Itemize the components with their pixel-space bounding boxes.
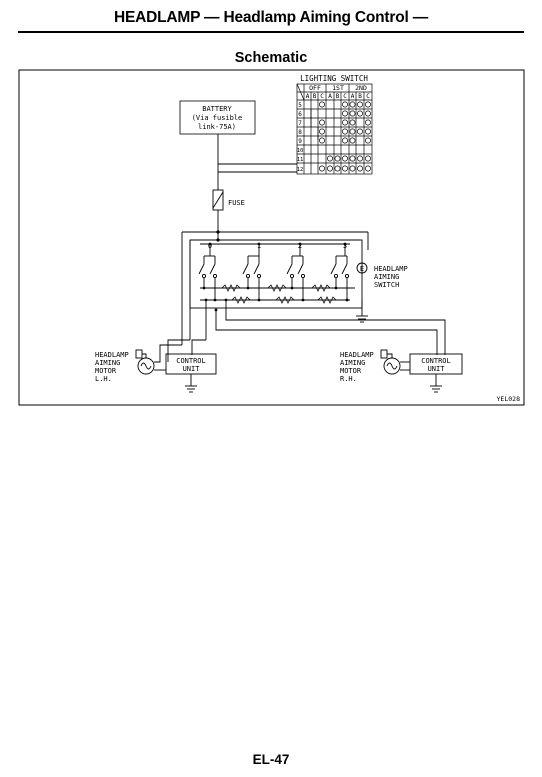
row-label-10: 10 — [297, 148, 304, 154]
control-unit-lh-label-2: UNIT — [183, 365, 201, 373]
motor-lh-label-2: AIMING — [95, 359, 120, 367]
lighting-switch-title: LIGHTING SWITCH — [300, 74, 368, 83]
fuse-label: FUSE — [228, 199, 245, 207]
section-title: Schematic — [234, 50, 308, 66]
control-unit-rh-ground — [430, 374, 442, 393]
battery-label-3: link-75A) — [198, 123, 236, 131]
row-label-9: 9 — [298, 138, 302, 145]
aiming-switch-connector-circle — [356, 262, 368, 274]
motor-rh-label-4: R.H. — [340, 375, 357, 383]
motor-rh-wires — [400, 361, 410, 371]
sub-col-1st-a: A — [328, 93, 332, 100]
switch-contact-circles — [319, 101, 371, 172]
sub-col-2nd-b: B — [358, 93, 362, 100]
fuse-element — [212, 191, 224, 209]
motor-lh-symbol — [135, 349, 155, 375]
page-number: EL-47 — [252, 752, 290, 767]
motor-rh-label-3: MOTOR — [340, 367, 362, 375]
sub-col-off-a: A — [306, 93, 310, 100]
control-unit-lh-label-1: CONTROL — [176, 357, 206, 365]
sub-col-off-c: C — [320, 93, 324, 100]
motor-lh-label-4: L.H. — [95, 375, 112, 383]
position-off-label: OFF — [309, 84, 321, 92]
row-label-6: 6 — [298, 111, 302, 118]
switch-junction-dots — [202, 230, 349, 312]
switch-contacts — [198, 244, 350, 300]
row-label-5: 5 — [298, 102, 302, 109]
row-label-8: 8 — [298, 129, 302, 136]
switch-resistors — [221, 284, 337, 304]
aiming-switch-label-2: AIMING — [374, 273, 399, 281]
row-label-11: 11 — [297, 157, 304, 163]
control-unit-rh-label-2: UNIT — [428, 365, 446, 373]
motor-lh-label-1: HEADLAMP — [95, 351, 129, 359]
sub-col-off-b: B — [313, 93, 317, 100]
control-unit-rh-label-1: CONTROL — [421, 357, 451, 365]
aiming-switch-label-3: SWITCH — [374, 281, 399, 289]
position-1st-label: 1ST — [332, 84, 344, 92]
aiming-switch-label-1: HEADLAMP — [374, 265, 408, 273]
sub-col-1st-c: C — [343, 93, 347, 100]
diagram-code: YEL028 — [497, 395, 521, 403]
motor-rh-symbol — [380, 349, 401, 375]
battery-box — [179, 100, 256, 135]
schematic-frame — [18, 69, 525, 406]
battery-label-2: (Via fusible — [192, 114, 243, 122]
wiring-switch-box — [189, 239, 363, 309]
motor-lh-label-3: MOTOR — [95, 367, 117, 375]
sub-col-2nd-c: C — [366, 93, 370, 100]
position-2nd-label: 2ND — [355, 84, 367, 92]
aiming-switch-connector-label: E — [360, 265, 364, 273]
header-rule — [18, 31, 524, 33]
row-label-7: 7 — [298, 120, 302, 127]
fuse-symbol — [212, 189, 224, 211]
row-label-12: 12 — [297, 167, 304, 173]
motor-lh-wires — [154, 356, 169, 371]
control-unit-lh-ground — [185, 374, 197, 393]
battery-label-1: BATTERY — [202, 105, 232, 113]
motor-rh-label-2: AIMING — [340, 359, 365, 367]
switch-contact-links — [310, 109, 319, 140]
sub-col-2nd-a: A — [351, 93, 355, 100]
motor-rh-label-1: HEADLAMP — [340, 351, 374, 359]
aiming-switch-ground — [356, 300, 368, 323]
sub-col-1st-b: B — [336, 93, 340, 100]
page-header-title: HEADLAMP — Headlamp Aiming Control — — [113, 9, 428, 26]
